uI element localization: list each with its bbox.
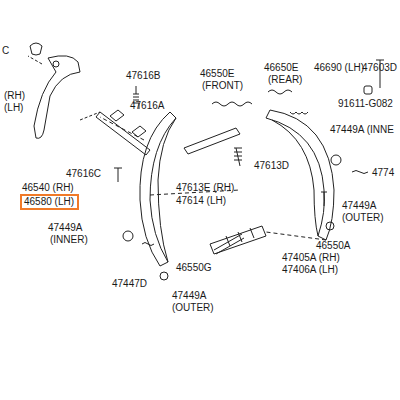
dash-line [100,117,144,140]
callout-number: 47449A [342,200,376,212]
shoe-web [158,118,176,262]
callout-number: 46540 (RH) [22,182,74,194]
callout-number: 47405A (RH) [282,252,340,264]
adjuster-nut [110,110,146,137]
callout-number: 46550G [176,262,212,274]
return-spring-front [212,102,252,106]
cap [364,86,372,94]
dash-line [266,232,326,240]
wheel-cylinder [210,226,266,254]
return-spring-rear [268,90,292,94]
spring-47613D [234,148,242,166]
parking-lever [34,56,80,139]
callout-number: 47613E (RH) [176,182,234,194]
callout-number: 46690 (LH) [314,62,364,74]
lining-mark [290,112,308,114]
lever-pin [53,61,59,67]
callout-number: C [2,45,9,57]
callout-number: (INNER) [50,234,88,246]
callout-number: (LH) [4,102,23,114]
callout-number: 47603D [362,62,397,74]
callout-number: 47449A [172,290,206,302]
callout-number: 47616C [66,168,101,180]
pin [321,192,327,206]
callout-number: 4774 [372,167,394,179]
callout-number: (RH) [4,90,25,102]
callout-number: 47406A (LH) [282,264,338,276]
cylinder-ribs [226,228,254,246]
callout-number: 47616B [126,70,160,82]
leader [80,112,100,120]
pin [114,168,122,182]
callout-number: 47449A (INNE [330,124,394,136]
callout-number: (OUTER) [172,302,214,314]
part-number: 46580 (LH) [24,196,75,208]
spring [352,171,368,174]
leader [28,56,42,64]
callout-number: (REAR) [268,74,302,86]
highlight-box: 46580 (LH) [20,194,79,210]
retainer-inner [331,155,341,165]
brake-shoe-lh [140,112,176,266]
callout-number: (FRONT) [202,80,243,92]
callout-number: 47447D [112,278,147,290]
clip [30,43,42,55]
callout-number: 46550E [200,68,234,80]
callout-number: (OUTER) [342,212,384,224]
retainer-outer [326,222,334,230]
callout-number: 47449A [48,222,82,234]
callout-number: 47613D [254,160,289,172]
brake-shoe-rh [266,110,334,240]
adjust-lever [184,128,240,154]
callout-number: 47616A [130,100,164,112]
callout-number: 47614 (LH) [176,195,226,207]
callout-number: 46550A [316,240,350,252]
retainer-outer [160,272,168,280]
callout-number: 46650E [264,62,298,74]
callout-number: 91611-G082 [338,98,393,110]
spring [142,243,154,246]
retainer-inner [123,231,133,241]
shoe-web [272,120,318,236]
